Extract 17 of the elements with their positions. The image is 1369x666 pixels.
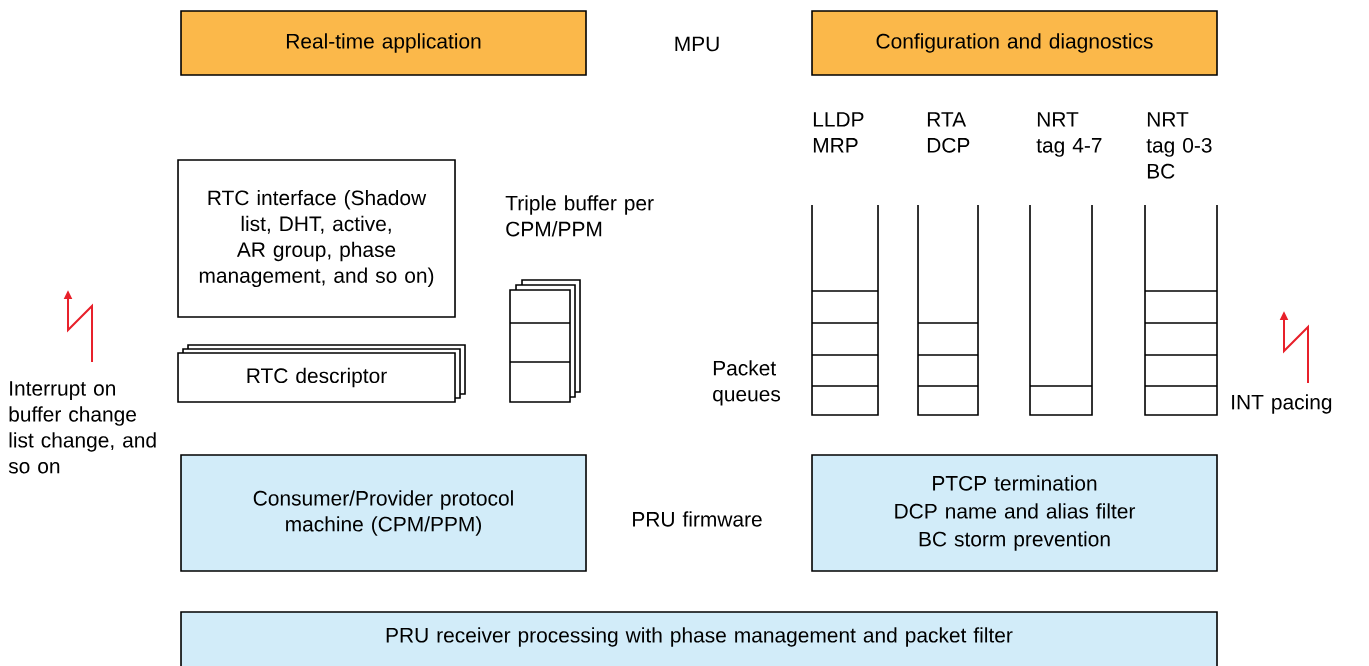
firmware-box: PRU receiver processing with phase management and packet filter xyxy=(180,611,1218,666)
text-label: PRU firmware xyxy=(633,511,762,527)
text-label: RTA DCP xyxy=(927,112,970,153)
text-label: NRT tag 4-7 xyxy=(1036,112,1102,157)
application-box: Configuration and diagnostics xyxy=(811,10,1218,76)
text-label: Packet queues xyxy=(713,360,781,406)
application-box: Real-time application xyxy=(180,10,587,76)
firmware-box: PTCP termination DCP name and alias filter BC storm prevention xyxy=(811,454,1218,572)
text-label: Interrupt on buffer change list change, and so on xyxy=(8,381,156,474)
text-label: Triple buffer per CPM/PPM xyxy=(505,195,654,237)
text-label: NRT tag 0-3 BC xyxy=(1146,112,1212,179)
firmware-box: Consumer/Provider protocol machine (CPM/PPM) xyxy=(180,454,587,572)
text-label: INT pacing xyxy=(1232,394,1332,414)
text-label: LLDP MRP xyxy=(813,112,864,153)
descriptor-box: RTC descriptor xyxy=(177,352,456,403)
interface-box: RTC interface (Shadow list, DHT, active, AR group, phase management, and so on) xyxy=(177,159,456,318)
text-label: MPU xyxy=(675,36,719,52)
